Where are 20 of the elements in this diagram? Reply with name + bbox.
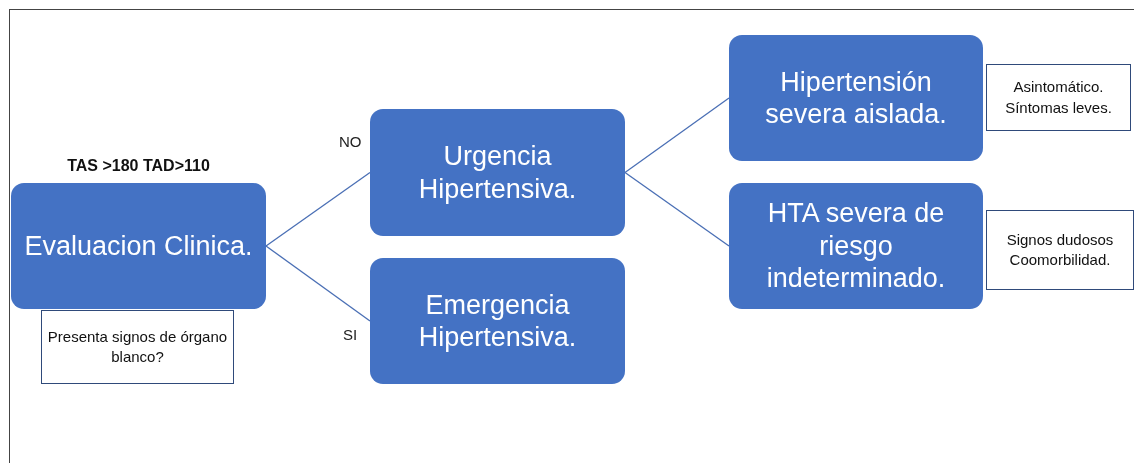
node-heading: TAS >180 TAD>110 bbox=[66, 156, 211, 176]
node-label: Signos dudosos Coomorbilidad. bbox=[1005, 229, 1115, 270]
node-label: Asintomático. Síntomas leves. bbox=[1004, 77, 1113, 118]
process-box bbox=[729, 183, 983, 309]
node-label: Urgencia Hipertensiva. bbox=[417, 140, 578, 205]
node-label: Hipertensión severa aislada. bbox=[764, 65, 948, 131]
connector-line bbox=[265, 245, 371, 322]
note-box bbox=[41, 310, 234, 384]
node-label: Emergencia Hipertensiva. bbox=[417, 288, 578, 354]
connector-line bbox=[624, 97, 730, 174]
note-box bbox=[986, 64, 1131, 131]
connector-line bbox=[624, 171, 730, 247]
note-box bbox=[986, 210, 1134, 290]
node-label: Presenta signos de órgano blanco? bbox=[46, 326, 229, 367]
connector-line bbox=[265, 171, 371, 247]
process-box bbox=[370, 109, 625, 236]
process-box bbox=[370, 258, 625, 384]
node-label: HTA severa de riesgo indeterminado. bbox=[765, 197, 947, 295]
node-label: Evaluacion Clinica. bbox=[24, 229, 253, 263]
process-box bbox=[729, 35, 983, 161]
